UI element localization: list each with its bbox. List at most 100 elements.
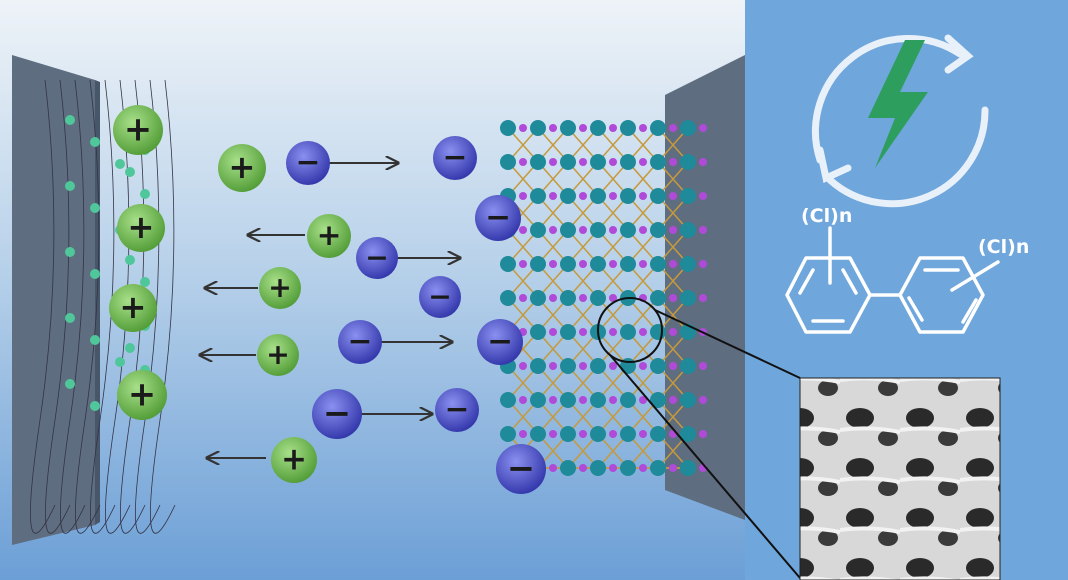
lattice-node: [560, 188, 576, 204]
lattice-node: [650, 222, 666, 238]
plus-sign: +: [281, 442, 307, 478]
lattice-node: [590, 392, 606, 408]
lattice-node: [560, 290, 576, 306]
lattice-node: [560, 426, 576, 442]
substituent-label-right: (Cl)n: [978, 236, 1029, 258]
plus-sign: +: [119, 288, 146, 326]
lattice-atom: [609, 260, 617, 268]
lattice-node: [620, 460, 636, 476]
lattice-atom: [669, 464, 677, 472]
lattice-node: [500, 392, 516, 408]
recycle-energy-icon: [812, 34, 989, 208]
cation: +: [113, 105, 163, 155]
lattice-atom: [699, 430, 707, 438]
lattice-atom: [699, 226, 707, 234]
lattice-atom: [579, 464, 587, 472]
lattice-atom: [669, 192, 677, 200]
sem-micrograph: [799, 377, 1001, 580]
lattice-atom: [609, 226, 617, 234]
mesh-node: [125, 343, 135, 353]
lattice-node: [530, 358, 546, 374]
lattice-node: [560, 154, 576, 170]
plus-sign: +: [266, 338, 290, 371]
lattice-node: [650, 120, 666, 136]
lattice-atom: [579, 260, 587, 268]
lattice-node: [590, 358, 606, 374]
anion: −: [338, 320, 382, 364]
lattice-atom: [639, 226, 647, 234]
mesh-node: [125, 167, 135, 177]
lattice-node: [620, 392, 636, 408]
anion: −: [356, 237, 398, 279]
lattice-atom: [609, 158, 617, 166]
mesh-node: [65, 181, 75, 191]
cation: +: [259, 267, 301, 309]
lattice-atom: [639, 192, 647, 200]
minus-sign: −: [445, 392, 470, 427]
lattice-node: [680, 358, 696, 374]
lattice-node: [500, 154, 516, 170]
lattice-atom: [519, 158, 527, 166]
lattice-node: [590, 460, 606, 476]
minus-sign: −: [443, 140, 468, 175]
lattice-node: [560, 324, 576, 340]
lattice-atom: [579, 124, 587, 132]
lattice-node: [590, 256, 606, 272]
lattice-atom: [699, 158, 707, 166]
mesh-strand: [60, 79, 86, 534]
lattice-node: [620, 188, 636, 204]
cation: +: [117, 370, 167, 420]
lattice-atom: [549, 396, 557, 404]
left-electrode: [12, 55, 100, 545]
lattice-atom: [519, 260, 527, 268]
pcb-molecule: [785, 226, 1000, 334]
lattice-node: [530, 426, 546, 442]
lattice-node: [680, 460, 696, 476]
mesh-strand: [75, 79, 101, 534]
lattice-atom: [699, 192, 707, 200]
lattice-node: [650, 324, 666, 340]
lattice-atom: [549, 260, 557, 268]
lattice-atom: [609, 464, 617, 472]
lattice-node: [680, 392, 696, 408]
lattice-atom: [519, 192, 527, 200]
scene-background: [0, 0, 745, 580]
anion: −: [477, 319, 523, 365]
ions: +++++++++−−−−−−−−−−: [109, 105, 546, 494]
lattice-atom: [549, 430, 557, 438]
magnify-callout: [597, 297, 801, 579]
lattice-atom: [519, 362, 527, 370]
mesh-node: [140, 277, 150, 287]
lattice-atom: [579, 294, 587, 302]
lattice-node: [500, 120, 516, 136]
lattice-node: [680, 256, 696, 272]
plus-sign: +: [228, 148, 255, 186]
mesh-node: [65, 313, 75, 323]
lattice-node: [680, 222, 696, 238]
lattice-node: [680, 154, 696, 170]
lattice-atom: [609, 192, 617, 200]
lattice-node: [620, 324, 636, 340]
lattice-node: [620, 120, 636, 136]
mesh-strand: [90, 79, 116, 534]
lattice-atom: [519, 226, 527, 234]
minus-sign: −: [323, 394, 351, 433]
lattice-atom: [609, 328, 617, 336]
lattice-atom: [609, 430, 617, 438]
lattice-atom: [579, 362, 587, 370]
lattice-atom: [639, 260, 647, 268]
lattice-atom: [609, 294, 617, 302]
lattice-atom: [669, 328, 677, 336]
lattice-atom: [549, 328, 557, 336]
lattice-node: [560, 392, 576, 408]
cation: +: [218, 144, 266, 192]
lattice-node: [680, 120, 696, 136]
lattice-node: [500, 426, 516, 442]
lattice-node: [620, 256, 636, 272]
lattice-atom: [549, 124, 557, 132]
lattice-atom: [639, 464, 647, 472]
lattice-node: [530, 324, 546, 340]
lattice-node: [560, 256, 576, 272]
mesh-node: [90, 137, 100, 147]
